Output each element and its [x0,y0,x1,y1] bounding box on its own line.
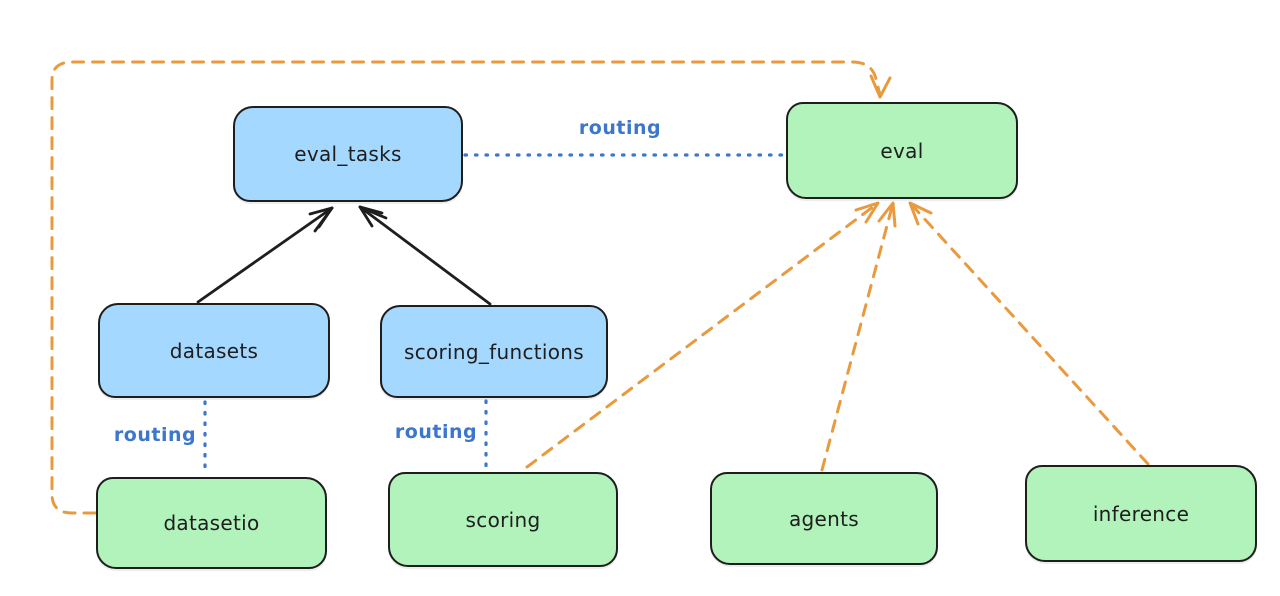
node-agents-label: agents [789,506,859,531]
node-scoring-functions-label: scoring_functions [403,339,585,364]
edge-label-routing-scoring: routing [394,421,478,443]
node-eval-tasks-label: eval_tasks [294,142,402,166]
node-datasets: datasets [98,303,330,398]
edge-agents-eval [820,201,897,472]
edge-inference-eval [908,201,1150,466]
node-scoring-functions: scoring_functions [380,305,608,398]
node-datasetio-label: datasetio [163,511,260,535]
edge-scoring-functions-eval-tasks [358,205,492,306]
edge-label-routing-top: routing [578,117,662,139]
node-eval-label: eval [880,138,924,163]
node-eval: eval [786,102,1018,199]
node-agents: agents [710,472,938,565]
edge-label-routing-datasetio: routing [113,424,197,446]
edge-datasetio-eval [50,60,892,515]
edge-scoring-eval [525,201,880,469]
node-inference-label: inference [1092,501,1190,526]
node-scoring-label: scoring [465,507,541,532]
node-scoring: scoring [388,472,618,567]
node-datasets-label: datasets [169,338,259,363]
node-eval-tasks: eval_tasks [233,106,463,202]
node-inference: inference [1025,465,1257,562]
node-datasetio: datasetio [96,477,327,569]
edge-datasets-eval-tasks [196,206,334,304]
